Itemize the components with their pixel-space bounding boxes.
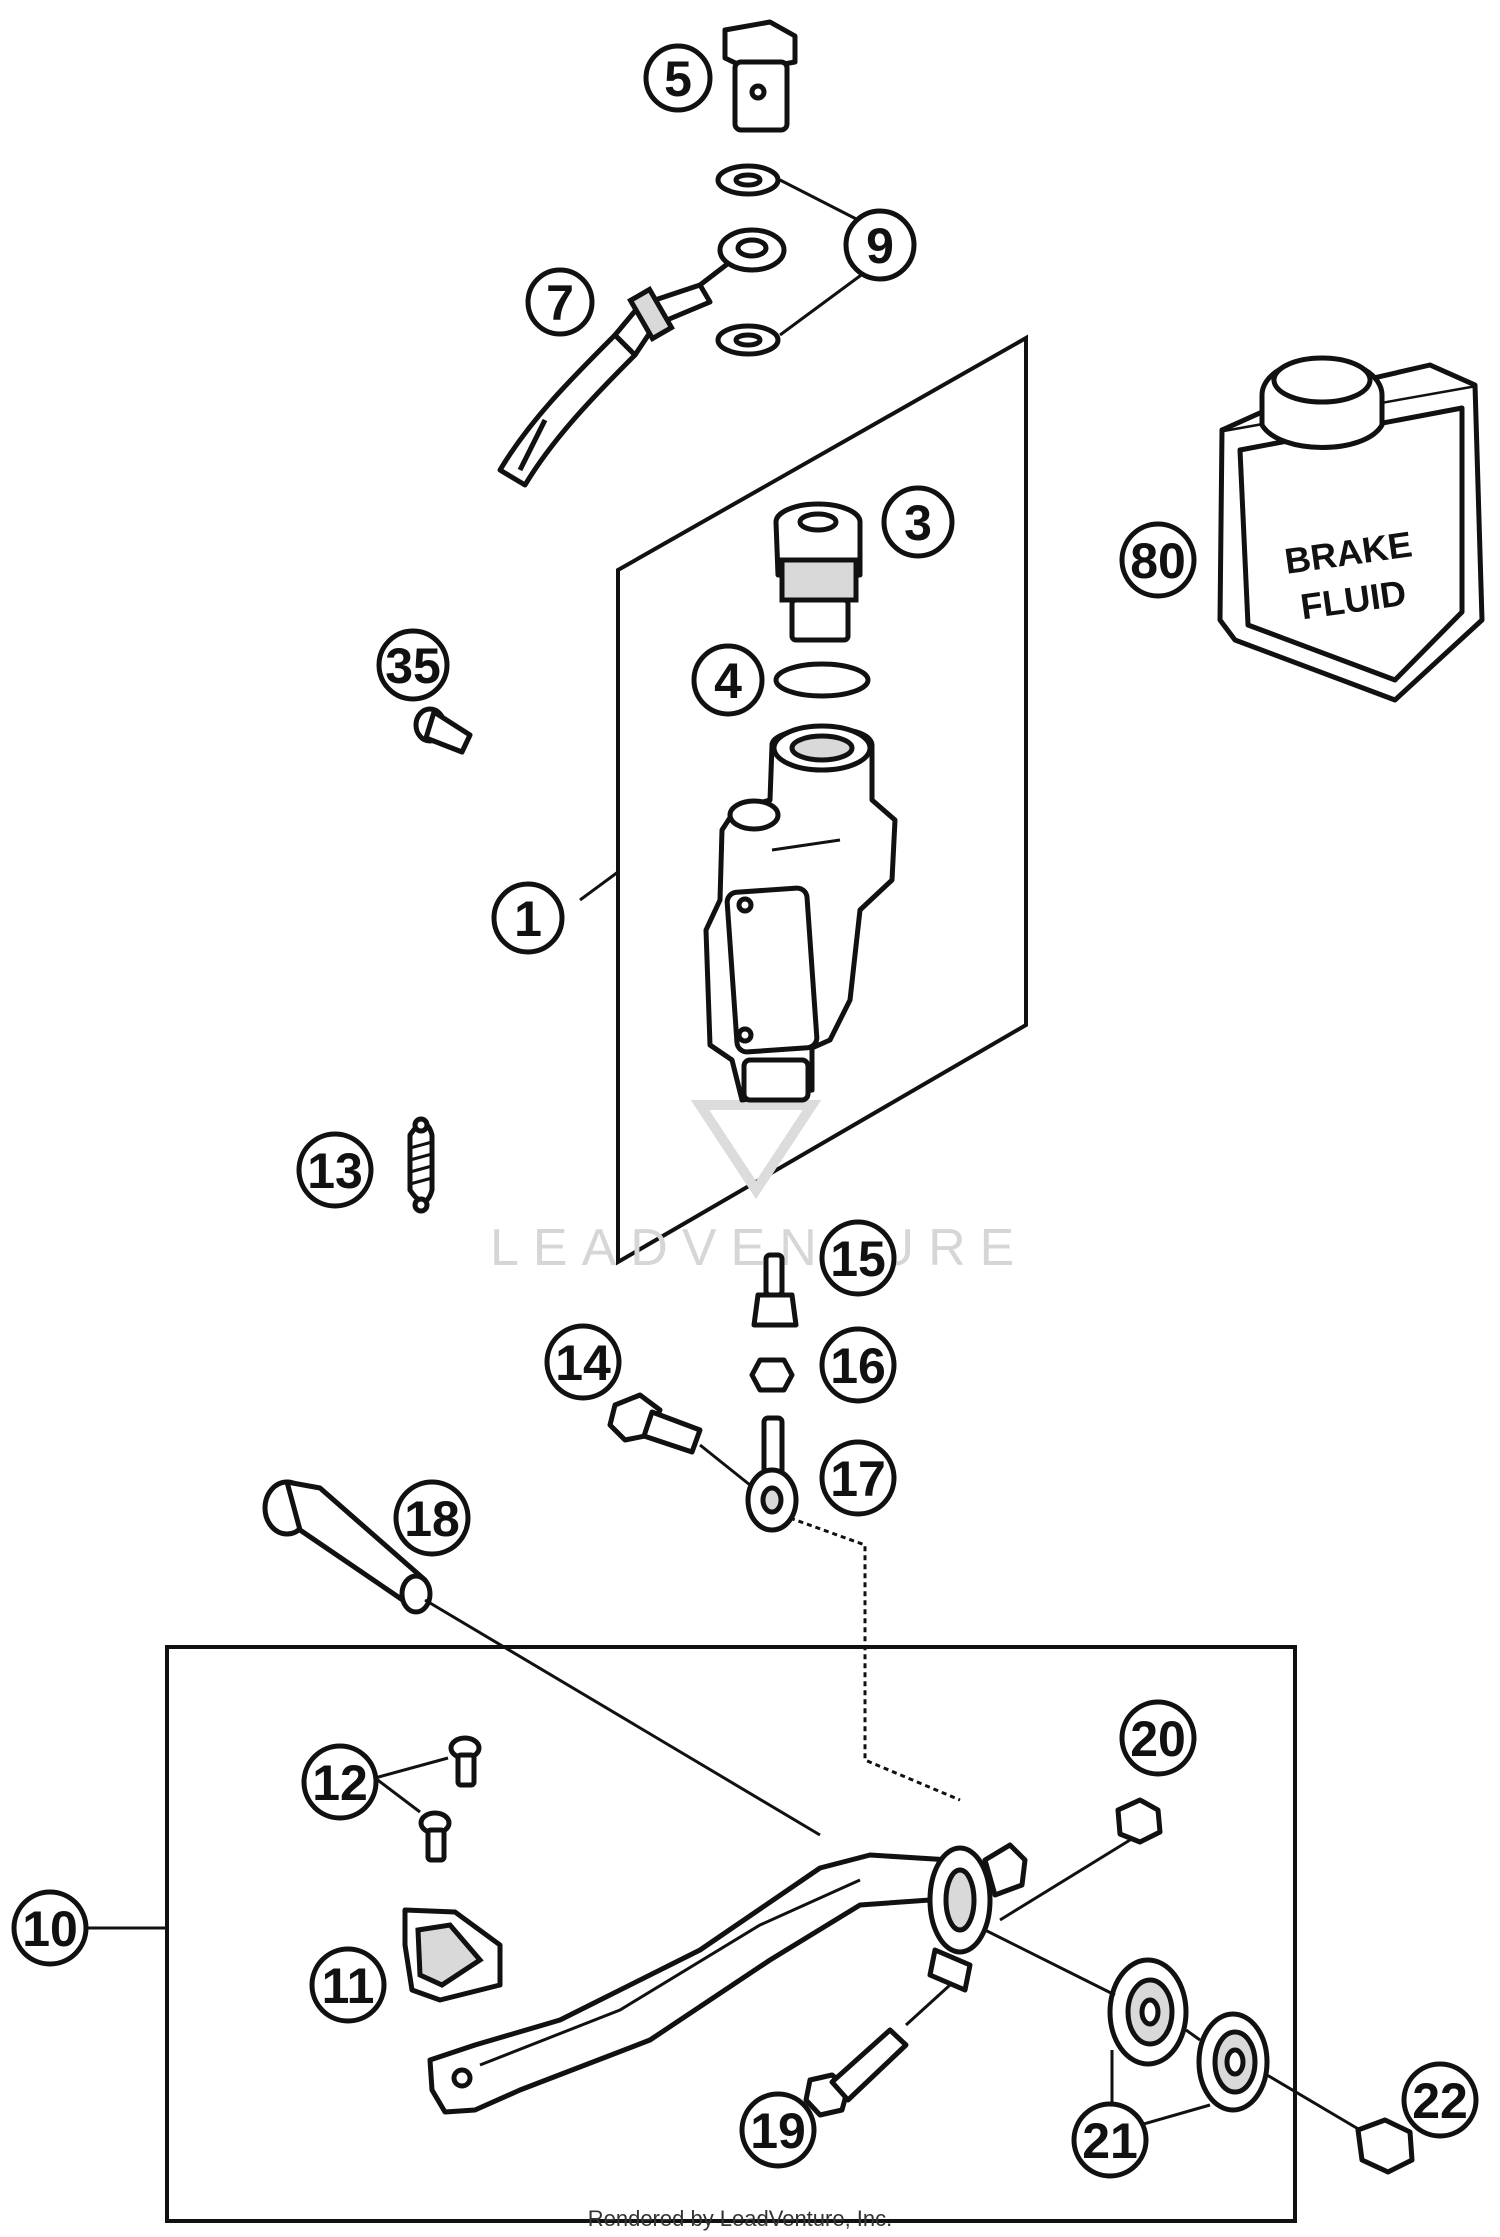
svg-text:5: 5 [664,51,692,107]
svg-text:14: 14 [555,1335,611,1391]
svg-text:10: 10 [22,1901,78,1957]
callout-4[interactable]: 4 [691,643,765,717]
svg-text:35: 35 [385,638,441,694]
callout-16[interactable]: 16 [819,1326,897,1404]
banjo-bolt [722,19,798,133]
svg-text:19: 19 [750,2103,806,2159]
callout-12[interactable]: 12 [301,1743,379,1821]
svg-text:15: 15 [830,1231,886,1287]
svg-text:1: 1 [514,891,542,947]
svg-text:9: 9 [866,218,894,274]
brake-lever [427,1842,1028,2115]
leader-9a [779,178,869,227]
svg-text:18: 18 [404,1491,460,1547]
pivot-bolt-14 [607,1392,703,1455]
callout-22[interactable]: 22 [1401,2061,1479,2139]
pushrod-fork [745,1415,799,1533]
callout-21[interactable]: 21 [1071,2101,1149,2179]
svg-text:21: 21 [1082,2113,1138,2169]
nut-20 [1115,1797,1163,1845]
callout-1[interactable]: 1 [491,881,565,955]
bleed-valve [751,1252,799,1328]
bearings-21 [1107,1957,1270,2113]
svg-text:7: 7 [546,275,574,331]
leader-12b [374,1776,421,1814]
sealing-washers [715,163,781,357]
screw-35 [413,706,473,755]
callout-20[interactable]: 20 [1119,1699,1197,1777]
callout-15[interactable]: 15 [819,1219,897,1297]
return-spring [407,1116,435,1214]
callout-18[interactable]: 18 [393,1479,471,1557]
leader-20 [999,1838,1131,1922]
watermark-logo [690,1100,822,1200]
leader-axis-c [1266,2073,1361,2132]
callout-14[interactable]: 14 [544,1323,622,1401]
callout-5[interactable]: 5 [643,43,713,113]
svg-text:17: 17 [830,1451,886,1507]
linkage-dashed [789,1516,961,1802]
callout-10[interactable]: 10 [11,1889,89,1967]
screws-12 [418,1735,482,1863]
watermark-text: LEADVENTURE [490,1219,1028,1277]
pedal-pad [402,1907,503,2003]
leader-19 [904,1983,952,2027]
leader-axis-a [984,1928,1116,1997]
nut-16 [749,1357,795,1393]
leader-12a [374,1756,449,1780]
bolt-19 [803,2027,909,2118]
master-cylinder-kit-frame [616,334,1028,1266]
callout-11[interactable]: 11 [309,1946,387,2024]
callout-7[interactable]: 7 [525,267,595,337]
callout-3[interactable]: 3 [881,485,955,559]
leader-18 [424,1598,821,1837]
svg-text:4: 4 [714,653,742,709]
leader-axis-b [1185,2028,1201,2042]
master-cylinder [703,723,898,1103]
callout-9[interactable]: 9 [843,208,917,282]
svg-text:22: 22 [1412,2073,1468,2129]
brake-lever-kit-frame [165,1645,1297,2223]
nut-22 [1355,2117,1415,2175]
leader-21b [1139,2103,1211,2127]
reservoir-cap [773,501,863,643]
callout-80[interactable]: 80 [1119,521,1197,599]
leader-9b [779,268,869,337]
svg-text:11: 11 [322,1958,375,2014]
callout-35[interactable]: 35 [376,628,450,702]
o-ring [773,661,871,699]
credit-text: Rendered by LeadVenture, Inc. [588,2206,893,2231]
svg-text:3: 3 [904,495,932,551]
svg-text:13: 13 [307,1143,363,1199]
leader-1 [579,870,619,902]
svg-text:20: 20 [1130,1711,1186,1767]
svg-text:80: 80 [1130,533,1186,589]
callout-13[interactable]: 13 [296,1131,374,1209]
pivot-pin-18 [262,1479,433,1615]
brake-fluid-bottle: BRAKE FLUID [1217,355,1485,703]
svg-text:12: 12 [312,1755,368,1811]
callout-17[interactable]: 17 [819,1439,897,1517]
svg-text:16: 16 [830,1338,886,1394]
leader-14 [699,1443,751,1487]
callout-19[interactable]: 19 [739,2091,817,2169]
brake-hose [497,227,787,488]
